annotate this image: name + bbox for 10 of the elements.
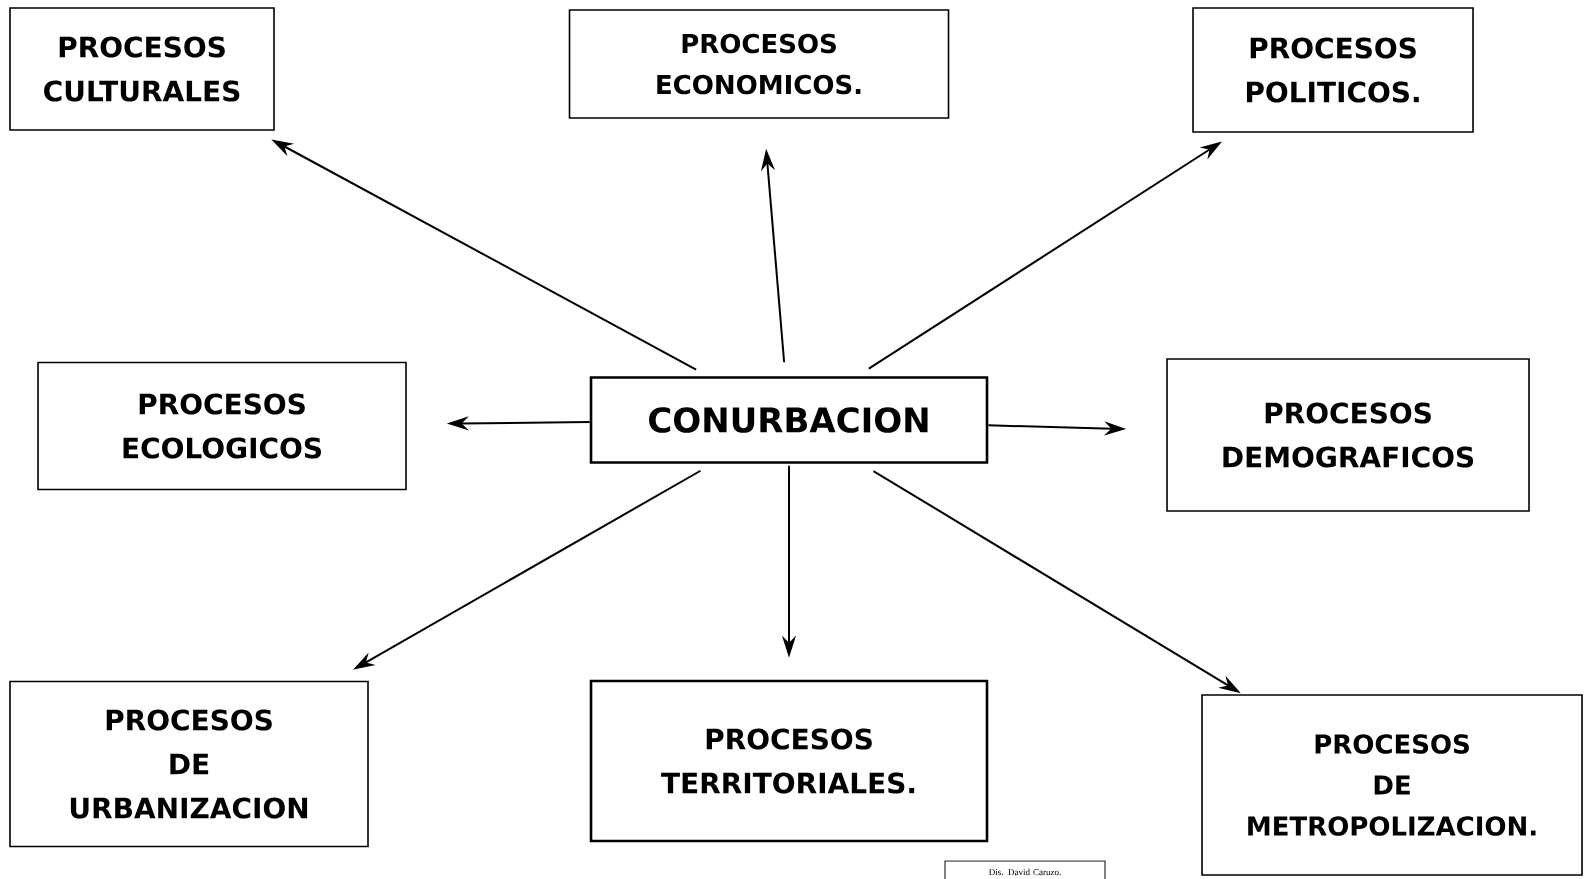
process-box: PROCESOS TERRITORIALES.	[589, 679, 989, 843]
process-box: PROCESOS ECOLOGICOS	[37, 361, 407, 491]
process-box: PROCESOS DEMOGRAFICOS	[1166, 358, 1530, 512]
process-box: PROCESOS DE METROPOLIZACION.	[1201, 694, 1583, 876]
signature-box: Dis. David Caruzo.	[944, 860, 1106, 879]
process-box: PROCESOS DE URBANIZACION	[9, 680, 369, 848]
central-box: CONURBACION	[589, 376, 989, 464]
process-box: PROCESOS ECONOMICOS.	[568, 9, 950, 119]
process-box: PROCESOS POLITICOS.	[1192, 7, 1474, 133]
process-box: PROCESOS CULTURALES	[9, 7, 275, 131]
